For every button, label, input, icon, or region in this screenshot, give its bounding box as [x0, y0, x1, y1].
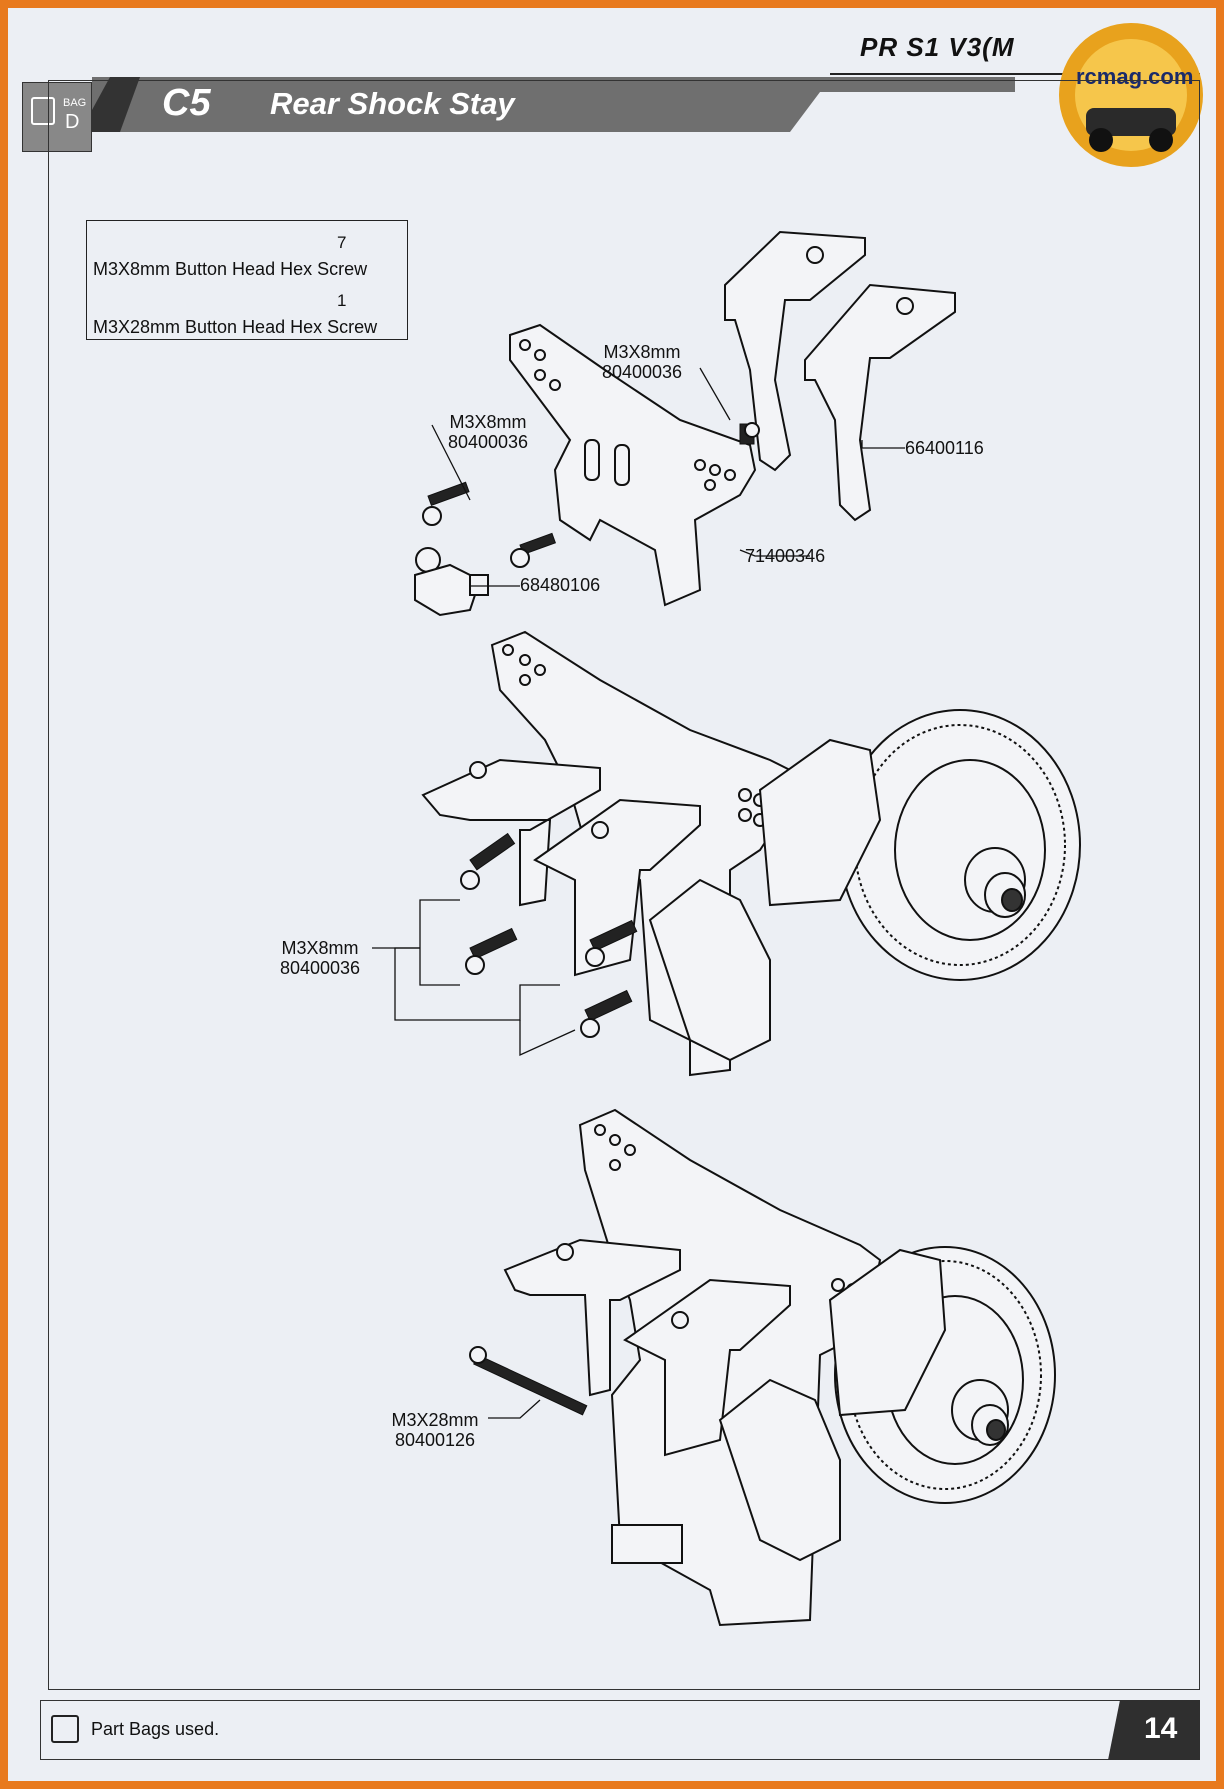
callout-shock-stay: 71400346	[745, 546, 826, 566]
page-number: 14	[1108, 1700, 1200, 1760]
legend-label-m3x28: M3X28mm Button Head Hex Screw	[93, 317, 378, 337]
legend-qty-m3x8: 7	[337, 233, 347, 252]
footer-text: Part Bags used.	[91, 1719, 220, 1739]
assembly-screws-upper	[460, 832, 638, 1038]
bag-word: BAG	[63, 97, 87, 109]
shock-mount-arms-drawing	[724, 230, 956, 522]
logo-brand: rcmag.com	[1076, 64, 1194, 89]
legend-qty-m3x28: 1	[337, 291, 347, 310]
callout-ball-link: 68480106	[520, 575, 601, 595]
spur-gear-upper	[758, 709, 1081, 981]
shock-stay-plate-drawing	[509, 323, 757, 607]
spur-gear-lower	[828, 1246, 1056, 1504]
legend-label-m3x8: M3X8mm Button Head Hex Screw	[93, 259, 368, 279]
hardware-legend: 7 M3X8mm Button Head Hex Screw 1 M3X28mm…	[86, 220, 408, 340]
step-title: Rear Shock Stay	[270, 86, 515, 121]
callout-screw-a-part: 80400036	[601, 362, 683, 382]
model-name: PR S1 V3(M	[860, 32, 1015, 62]
callout-screw-group-part: 80400036	[279, 958, 361, 978]
ball-link-drawing	[414, 547, 489, 617]
callout-screw-a-size: M3X8mm	[603, 342, 681, 362]
callout-screw-b-part: 80400036	[447, 432, 529, 452]
rcmag-logo-icon	[1059, 23, 1203, 167]
callout-screw-b: M3X8mm 80400036	[438, 412, 538, 452]
assembled-view-upper	[421, 630, 792, 1077]
callout-long-screw-part: 80400126	[394, 1430, 476, 1450]
callout-long-screw: M3X28mm 80400126	[385, 1410, 485, 1450]
bracket-lines	[372, 899, 576, 1057]
callout-mount-arms: 66400116	[905, 438, 984, 458]
bag-badge: BAG D	[22, 82, 92, 152]
header-band-accent	[92, 77, 140, 132]
assembled-view-lower	[503, 1108, 882, 1627]
callout-screw-b-size: M3X8mm	[449, 412, 527, 432]
footer-bar: Part Bags used.	[40, 1700, 1200, 1760]
step-code: C5	[162, 82, 211, 124]
callout-screw-a: M3X8mm 80400036	[592, 342, 692, 382]
exploded-screws-drawing	[422, 422, 760, 568]
content-frame	[48, 80, 1200, 1690]
bag-letter: D	[65, 111, 80, 133]
long-screw-drawing	[469, 1346, 588, 1416]
page-number-text: 14	[1144, 1712, 1178, 1745]
header-band	[92, 77, 1015, 132]
callout-long-screw-size: M3X28mm	[391, 1410, 479, 1430]
bag-icon	[31, 97, 55, 125]
bag-icon-footer	[51, 1715, 79, 1743]
callout-screw-group-size: M3X8mm	[281, 938, 359, 958]
callout-screw-group: M3X8mm 80400036	[270, 938, 370, 978]
